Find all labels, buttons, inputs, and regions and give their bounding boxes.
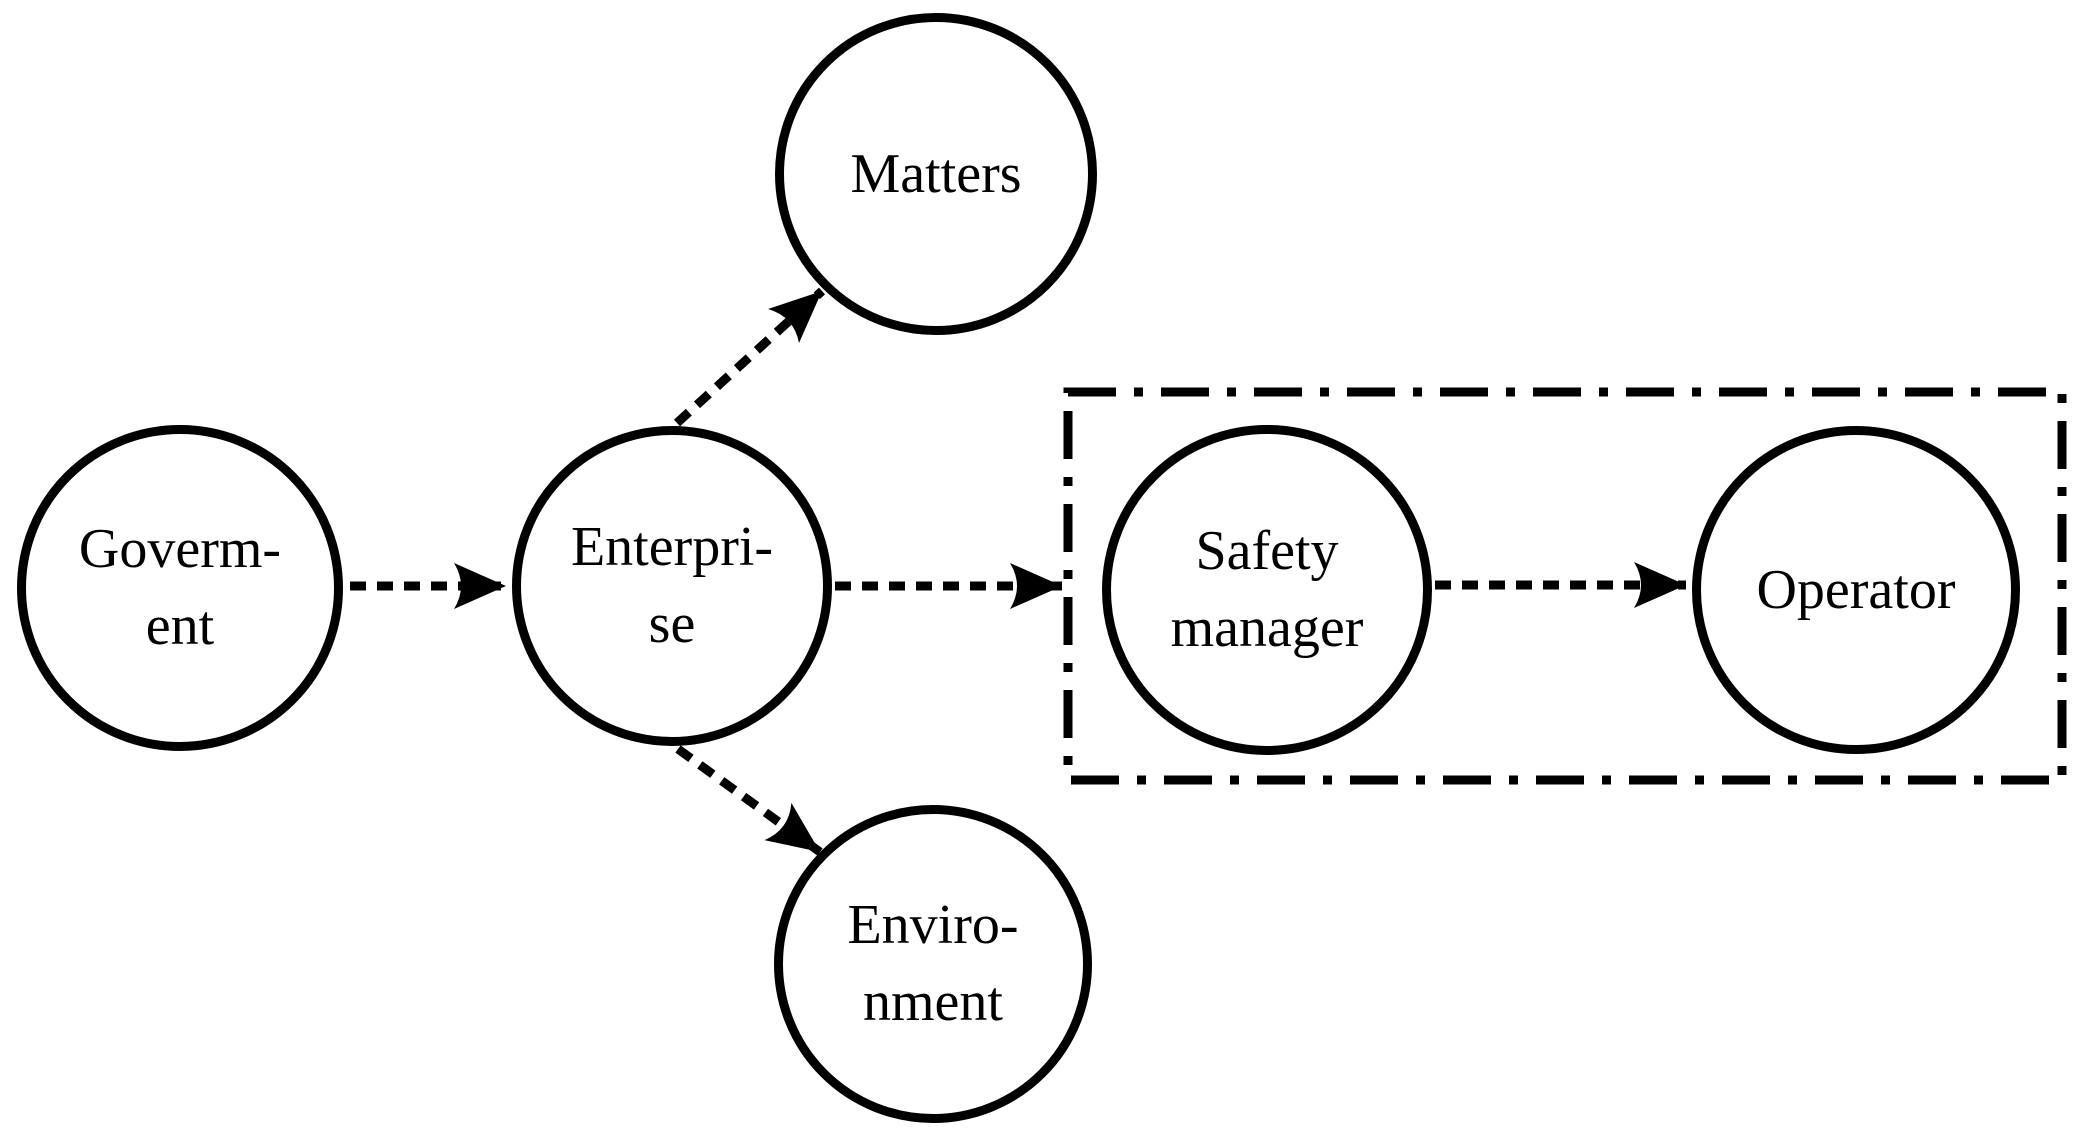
node-enterprise-label-line1: Enterpri-: [570, 516, 774, 578]
node-environment: Enviro- nment: [774, 805, 1092, 1123]
node-safety-manager-label-line1: Safety: [1195, 520, 1339, 582]
node-safety-manager-label: Safety manager: [1171, 513, 1364, 667]
node-enterprise-label: Enterpri- se: [571, 509, 773, 663]
node-environment-label-line1: Enviro-: [847, 894, 1019, 956]
node-matters-label-line1: Matters: [850, 142, 1022, 205]
node-government-label-line1: Goverm-: [78, 518, 282, 580]
node-government-label: Goverm- ent: [79, 511, 281, 665]
node-matters-label: Matters: [850, 136, 1021, 213]
node-safety-manager-label-line2: manager: [1170, 597, 1364, 659]
arrow-enterprise-to-environment: [675, 745, 823, 856]
node-operator-label: Operator: [1756, 552, 1955, 629]
node-enterprise-label-line2: se: [648, 593, 696, 655]
arrow-enterprise-to-matters: [673, 287, 826, 427]
node-operator: Operator: [1692, 426, 2020, 754]
node-matters: Matters: [775, 13, 1097, 335]
node-safety-manager: Safety manager: [1102, 425, 1432, 755]
node-enterprise: Enterpri- se: [512, 426, 832, 746]
node-environment-label-line2: nment: [863, 971, 1003, 1033]
node-operator-label-line1: Operator: [1756, 558, 1956, 621]
node-government: Goverm- ent: [17, 425, 343, 751]
node-government-label-line2: ent: [145, 595, 215, 657]
node-environment-label: Enviro- nment: [847, 887, 1018, 1041]
